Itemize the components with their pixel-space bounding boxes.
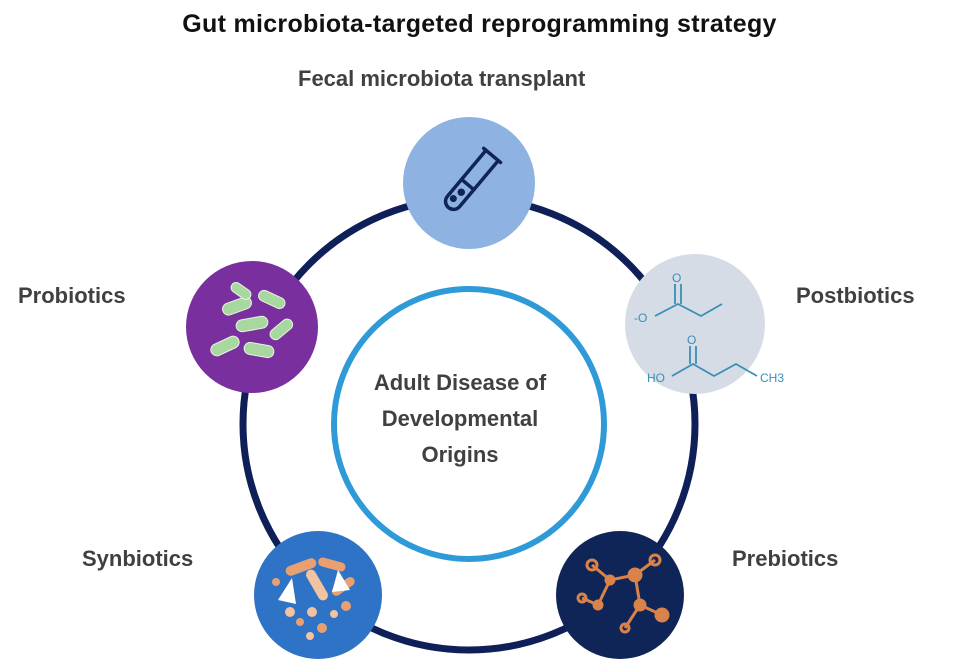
center-line-3: Origins bbox=[421, 442, 499, 467]
chem-label-o-2: O bbox=[687, 333, 696, 347]
chem-label-o-minus: -O bbox=[634, 311, 647, 325]
node-fecal-microbiota-transplant bbox=[403, 117, 535, 249]
center-line-1: Adult Disease of bbox=[373, 370, 547, 395]
inner-ring bbox=[331, 286, 607, 562]
label-postbiotics: Postbiotics bbox=[796, 283, 915, 308]
node-probiotics bbox=[186, 261, 318, 393]
bacteria-mix-icon bbox=[272, 557, 355, 640]
label-probiotics: Probiotics bbox=[18, 283, 126, 308]
label-synbiotics: Synbiotics bbox=[82, 546, 194, 571]
node-synbiotics bbox=[254, 531, 382, 659]
node-postbiotics: O -O O HO CH3 bbox=[625, 254, 784, 394]
test-tube-icon bbox=[443, 146, 503, 212]
chem-label-ch3: CH3 bbox=[760, 371, 784, 385]
molecule-network-icon bbox=[576, 553, 670, 634]
diagram-title: Gut microbiota-targeted reprogramming st… bbox=[182, 10, 777, 38]
label-fecal-microbiota-transplant: Fecal microbiota transplant bbox=[298, 66, 586, 91]
center-text: Adult Disease of Developmental Origins bbox=[340, 365, 580, 473]
node-prebiotics bbox=[556, 531, 684, 659]
chemical-structure-icon bbox=[654, 284, 758, 378]
chem-label-o-1: O bbox=[672, 271, 681, 285]
bacteria-rods-icon bbox=[210, 282, 294, 359]
chem-label-ho: HO bbox=[647, 371, 665, 385]
center-line-2: Developmental bbox=[381, 406, 539, 431]
label-prebiotics: Prebiotics bbox=[732, 546, 839, 571]
